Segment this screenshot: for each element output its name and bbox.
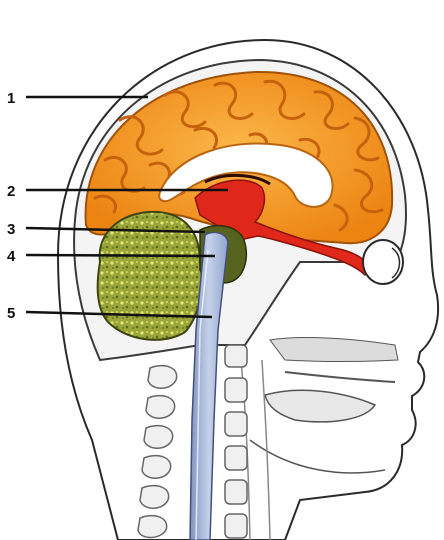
- callout-number-5: 5: [7, 305, 15, 322]
- callout-number-3: 3: [7, 221, 15, 238]
- eye: [363, 240, 403, 284]
- callout-number-2: 2: [7, 183, 15, 200]
- callout-line-4: [26, 255, 215, 256]
- callout-number-1: 1: [7, 90, 15, 107]
- callout-number-4: 4: [7, 248, 16, 265]
